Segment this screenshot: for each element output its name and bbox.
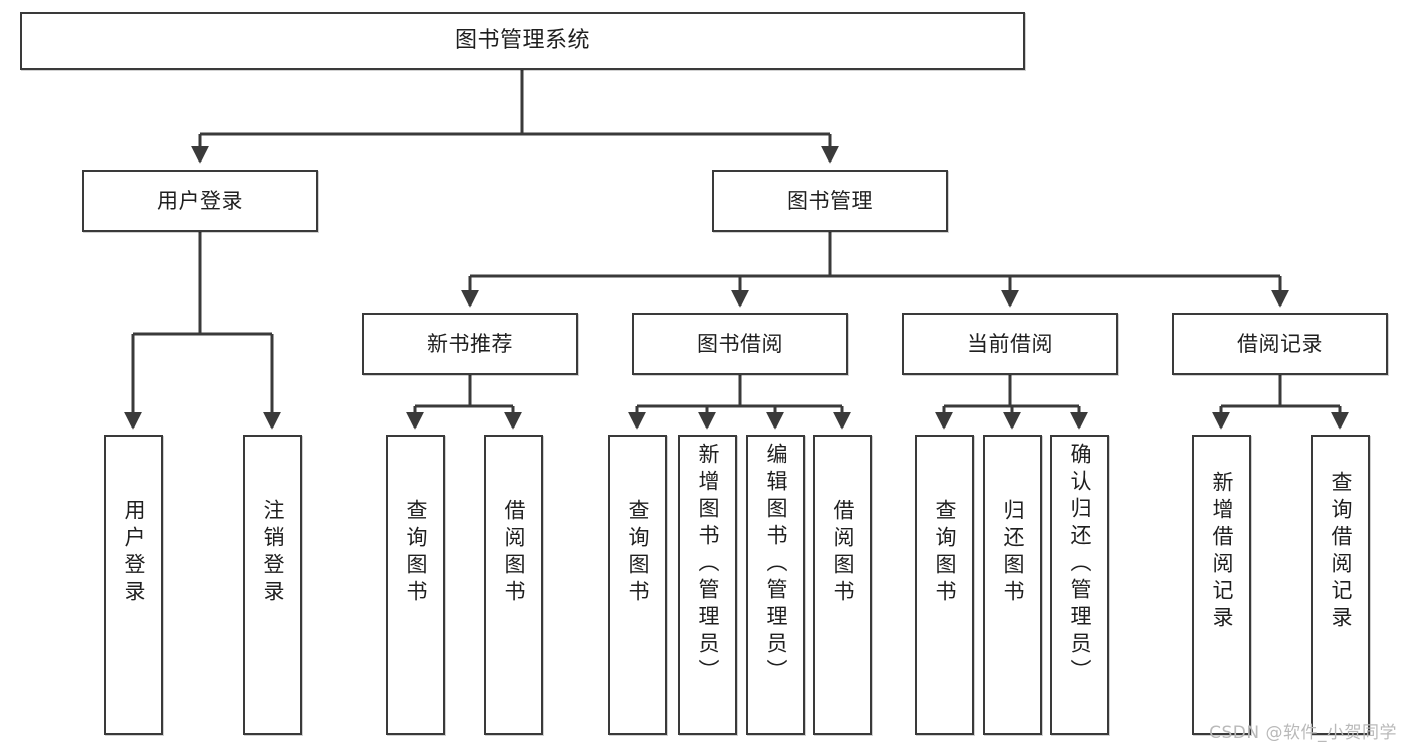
leaf-confirm-return-admin-label: 确认归还（管理员） [1068, 443, 1092, 686]
node-new-book-recommend-label: 新书推荐 [427, 331, 513, 356]
node-book-borrow-label: 图书借阅 [697, 331, 783, 356]
leaf-query-book-current[interactable]: 查询图书 [915, 435, 974, 735]
node-root-label: 图书管理系统 [454, 28, 590, 54]
leaf-query-book-borrow[interactable]: 查询图书 [608, 435, 667, 735]
leaf-query-borrow-record[interactable]: 查询借阅记录 [1311, 435, 1370, 735]
node-user-login[interactable]: 用户登录 [82, 170, 318, 232]
leaf-confirm-return-admin[interactable]: 确认归还（管理员） [1050, 435, 1109, 735]
leaf-user-login-label: 用户登录 [122, 499, 146, 607]
leaf-query-borrow-record-label: 查询借阅记录 [1329, 471, 1353, 633]
leaf-user-login[interactable]: 用户登录 [104, 435, 163, 735]
leaf-borrow-book-recommend[interactable]: 借阅图书 [484, 435, 543, 735]
leaf-borrow-book[interactable]: 借阅图书 [813, 435, 872, 735]
node-user-login-label: 用户登录 [157, 188, 243, 213]
leaf-return-book-label: 归还图书 [1001, 499, 1025, 607]
node-book-management-label: 图书管理 [787, 188, 873, 213]
leaf-borrow-book-recommend-label: 借阅图书 [502, 499, 526, 607]
leaf-logout-label: 注销登录 [261, 499, 285, 607]
watermark: CSDN @软件_小贺同学 [1209, 723, 1397, 743]
node-current-borrow[interactable]: 当前借阅 [902, 313, 1118, 375]
node-root[interactable]: 图书管理系统 [20, 12, 1025, 70]
node-book-borrow[interactable]: 图书借阅 [632, 313, 848, 375]
node-current-borrow-label: 当前借阅 [967, 331, 1053, 356]
leaf-add-borrow-record[interactable]: 新增借阅记录 [1192, 435, 1251, 735]
leaf-query-book-recommend-label: 查询图书 [404, 499, 428, 607]
node-new-book-recommend[interactable]: 新书推荐 [362, 313, 578, 375]
leaf-add-borrow-record-label: 新增借阅记录 [1210, 471, 1234, 633]
leaf-add-book-admin[interactable]: 新增图书（管理员） [678, 435, 737, 735]
node-borrow-record[interactable]: 借阅记录 [1172, 313, 1388, 375]
leaf-borrow-book-label: 借阅图书 [831, 499, 855, 607]
leaf-query-book-borrow-label: 查询图书 [626, 499, 650, 607]
leaf-query-book-current-label: 查询图书 [933, 499, 957, 607]
leaf-add-book-admin-label: 新增图书（管理员） [696, 443, 720, 686]
leaf-return-book[interactable]: 归还图书 [983, 435, 1042, 735]
leaf-logout[interactable]: 注销登录 [243, 435, 302, 735]
node-book-management[interactable]: 图书管理 [712, 170, 948, 232]
leaf-query-book-recommend[interactable]: 查询图书 [386, 435, 445, 735]
leaf-edit-book-admin-label: 编辑图书（管理员） [764, 443, 788, 686]
leaf-edit-book-admin[interactable]: 编辑图书（管理员） [746, 435, 805, 735]
node-borrow-record-label: 借阅记录 [1237, 331, 1323, 356]
